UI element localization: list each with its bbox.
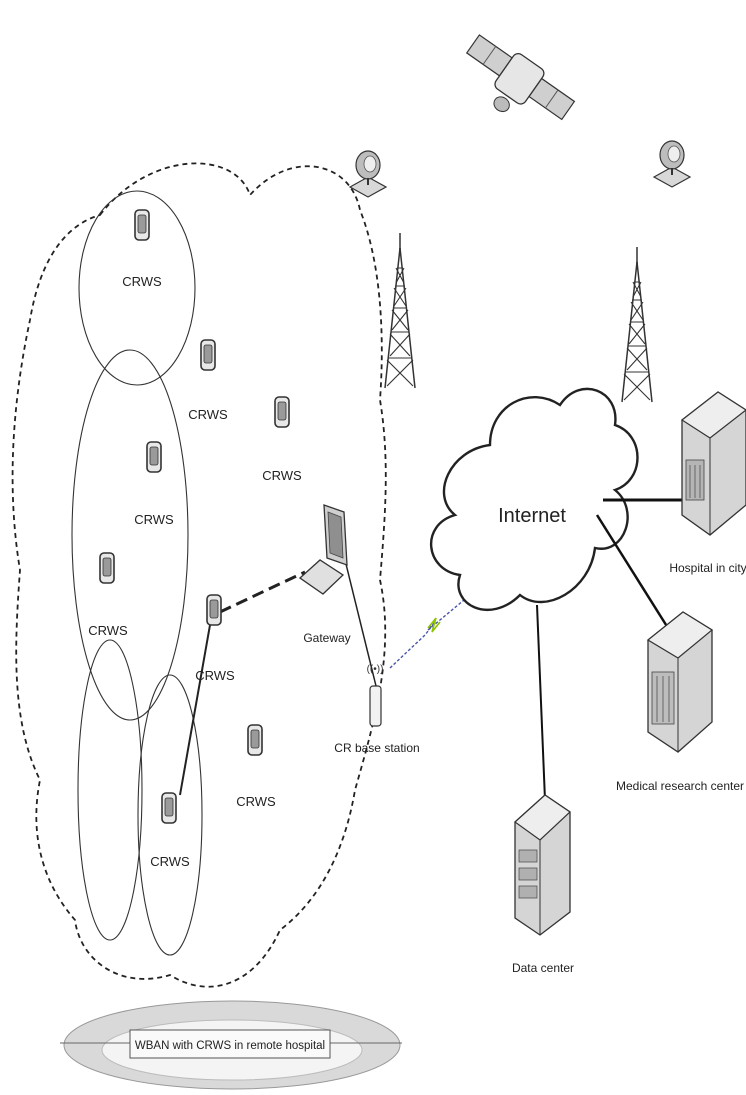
wearable-sensor-icon	[247, 724, 263, 756]
medical-research-label: Medical research center	[616, 779, 744, 793]
building-icon	[646, 611, 714, 753]
building-icon	[680, 391, 746, 536]
caption-banner	[60, 1000, 402, 1090]
svg-text:((•)): ((•))	[367, 664, 384, 675]
satellite-dish-icon	[653, 140, 691, 188]
crws-label: CRWS	[150, 854, 190, 869]
satellite-dish-icon	[349, 150, 387, 198]
wearable-sensor-icon	[99, 552, 115, 584]
base-station-label: CR base station	[334, 741, 419, 755]
base-station-icon: ((•))	[367, 664, 384, 727]
crws-label: CRWS	[122, 274, 162, 289]
wearable-sensor-icon	[161, 792, 177, 824]
gateway-base-station-link	[344, 559, 378, 691]
coverage-area-top	[78, 190, 196, 386]
caption-text: WBAN with CRWS in remote hospital	[135, 1040, 325, 1052]
satellite-icon	[465, 34, 576, 121]
wearable-sensor-icon	[146, 441, 162, 473]
building-icon	[514, 794, 571, 936]
link-data-center	[536, 604, 546, 801]
radio-tower-icon	[621, 246, 653, 403]
crws-label: CRWS	[88, 623, 128, 638]
crws-label: CRWS	[236, 794, 276, 809]
wearable-sensor-icon	[134, 209, 150, 241]
gateway-label: Gateway	[303, 631, 350, 645]
laptop-icon	[298, 504, 348, 595]
coverage-area-bottom-right	[137, 674, 203, 956]
cloud-icon	[429, 387, 639, 612]
hospital-city-label: Hospital in city	[669, 561, 746, 575]
crws-label: CRWS	[195, 668, 235, 683]
wireless-link	[389, 594, 471, 669]
wearable-sensor-icon	[200, 339, 216, 371]
wearable-sensor-icon	[274, 396, 290, 428]
coverage-area-bottom-left	[77, 639, 143, 941]
lightning-bolt-icon	[427, 617, 441, 633]
link-research	[595, 514, 670, 629]
coverage-area-middle	[71, 349, 189, 721]
internet-label: Internet	[498, 505, 566, 527]
gateway-link	[219, 570, 306, 614]
crws-label: CRWS	[188, 407, 228, 422]
crws-label: CRWS	[262, 468, 302, 483]
crws-label: CRWS	[134, 512, 174, 527]
radio-tower-icon	[384, 232, 416, 389]
wban-region-boundary	[11, 162, 387, 988]
wearable-sensor-icon	[206, 594, 222, 626]
crws-link	[179, 624, 211, 796]
data-center-label: Data center	[512, 961, 574, 975]
